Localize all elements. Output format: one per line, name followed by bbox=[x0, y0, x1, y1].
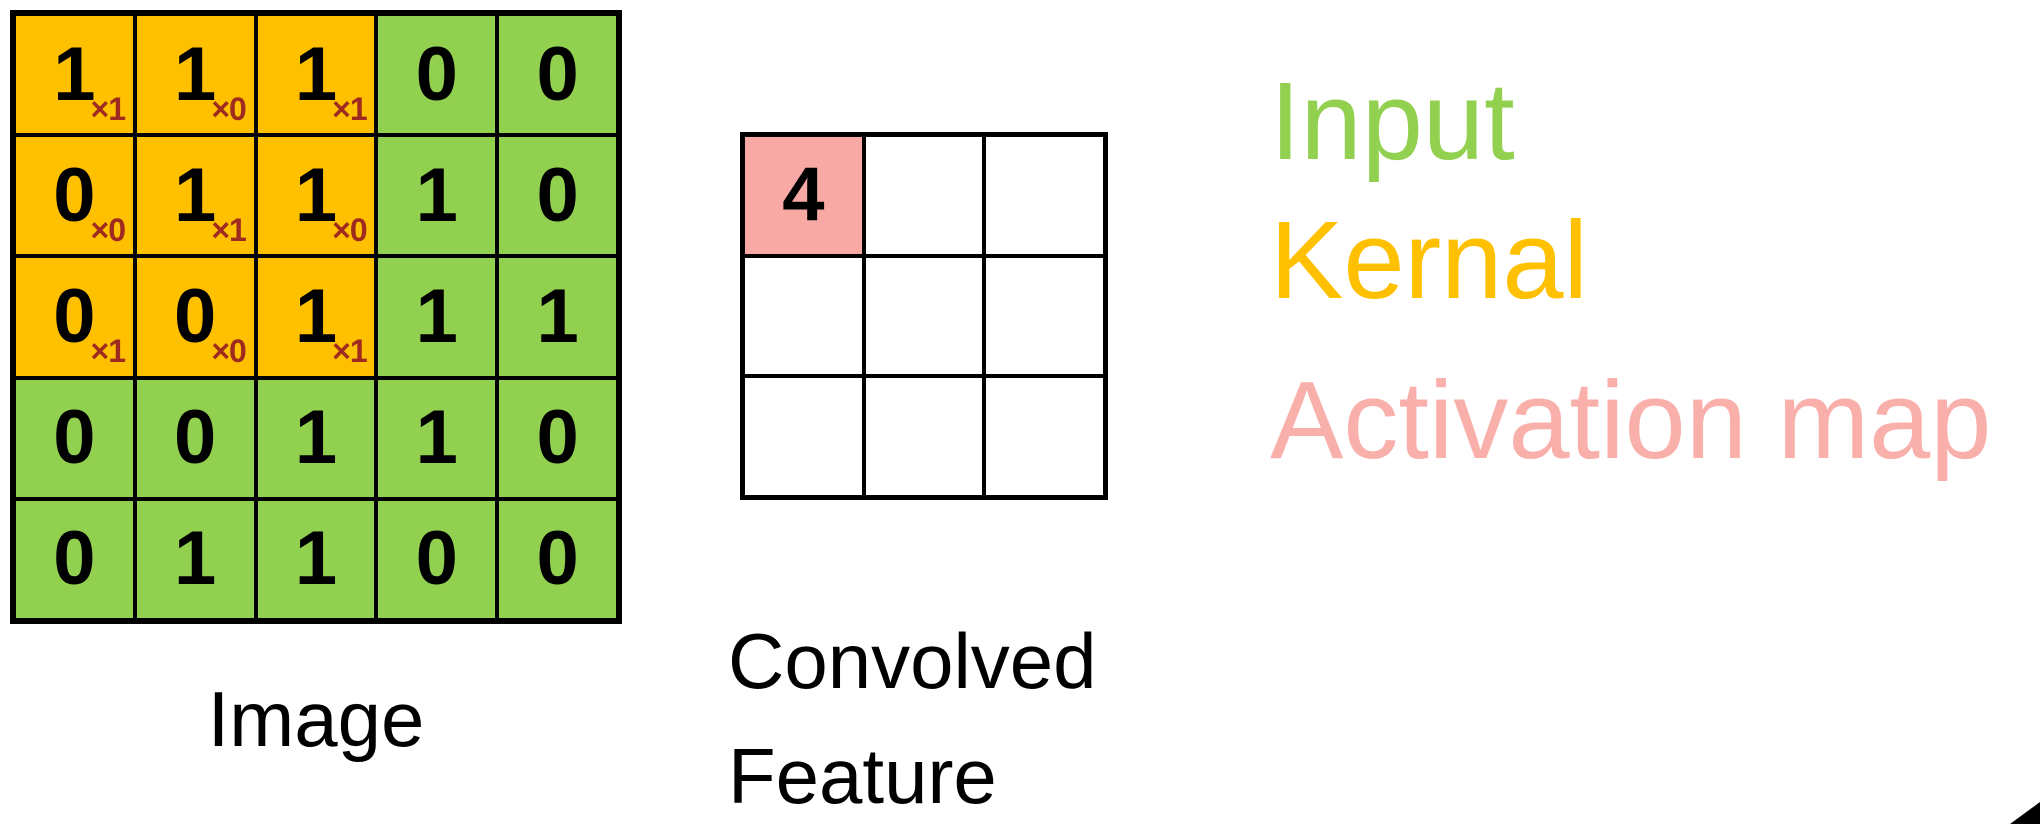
image-cell-value: 0 bbox=[415, 516, 458, 602]
image-cell: 0 bbox=[376, 498, 498, 620]
convolved-feature-label: Convolved Feature bbox=[728, 604, 1097, 824]
convolved-feature-label-line1: Convolved bbox=[728, 617, 1097, 705]
kernel-multiplier: ×1 bbox=[332, 332, 367, 369]
image-cell-value: 0 bbox=[53, 395, 96, 481]
convolved-feature-grid: 4 bbox=[740, 132, 1108, 500]
image-cell-value: 1 bbox=[294, 152, 338, 238]
image-cell-value: 1 bbox=[174, 31, 217, 117]
convolved-cell bbox=[743, 255, 864, 377]
convolved-cell-activation: 4 bbox=[743, 135, 864, 256]
image-cell: 0 bbox=[497, 135, 618, 257]
image-cell-value: 1 bbox=[174, 152, 217, 238]
convolved-cell bbox=[984, 376, 1105, 497]
image-cell-value: 0 bbox=[536, 31, 579, 117]
image-grid-label: Image bbox=[207, 675, 425, 763]
convolved-cell-value: 4 bbox=[782, 152, 825, 238]
image-cell: 0 bbox=[14, 498, 135, 620]
image-cell: 0 bbox=[497, 377, 618, 499]
image-cell-value: 0 bbox=[53, 273, 96, 359]
image-cell: 1 bbox=[376, 135, 498, 257]
image-cell-value: 0 bbox=[415, 31, 458, 117]
convolved-cell bbox=[984, 135, 1105, 256]
image-cell-kernel-overlay: 1×1 bbox=[134, 135, 256, 257]
image-cell-value: 1 bbox=[294, 31, 338, 117]
image-cell-value: 1 bbox=[294, 395, 338, 481]
image-cell: 1 bbox=[376, 256, 498, 378]
image-cell-kernel-overlay: 1×1 bbox=[14, 14, 135, 136]
image-cell-value: 1 bbox=[294, 516, 338, 602]
kernel-multiplier: ×1 bbox=[90, 332, 126, 369]
image-cell-value: 1 bbox=[53, 31, 96, 117]
image-cell-value: 1 bbox=[174, 516, 217, 602]
image-cell-kernel-overlay: 1×0 bbox=[134, 14, 256, 136]
legend-item-activation-map: Activation map bbox=[1270, 359, 1992, 482]
convolved-cell bbox=[984, 255, 1105, 377]
legend-item-input: Input bbox=[1270, 60, 1515, 183]
page-corner-artifact bbox=[2010, 802, 2040, 824]
kernel-multiplier: ×0 bbox=[211, 90, 246, 127]
image-cell-value: 1 bbox=[415, 273, 458, 359]
image-cell-value: 1 bbox=[536, 273, 579, 359]
image-cell: 1 bbox=[376, 377, 498, 499]
image-cell: 0 bbox=[134, 377, 256, 499]
convolved-cell bbox=[863, 376, 985, 497]
kernel-multiplier: ×1 bbox=[211, 211, 246, 248]
convolved-cell bbox=[743, 376, 864, 497]
kernel-multiplier: ×1 bbox=[332, 90, 367, 127]
image-cell-value: 0 bbox=[536, 516, 579, 602]
image-cell-kernel-overlay: 0×0 bbox=[14, 135, 135, 257]
image-cell: 1 bbox=[255, 377, 377, 499]
image-cell: 1 bbox=[134, 498, 256, 620]
image-cell-value: 0 bbox=[174, 273, 217, 359]
kernel-multiplier: ×0 bbox=[90, 211, 126, 248]
legend-item-kernal: Kernal bbox=[1270, 199, 1588, 322]
image-cell: 1 bbox=[255, 498, 377, 620]
image-cell: 0 bbox=[497, 498, 618, 620]
image-cell-value: 0 bbox=[174, 395, 217, 481]
image-cell: 0 bbox=[376, 14, 498, 136]
kernel-multiplier: ×0 bbox=[332, 211, 367, 248]
image-cell: 0 bbox=[14, 377, 135, 499]
convolved-cell bbox=[863, 135, 985, 256]
kernel-multiplier: ×1 bbox=[90, 90, 126, 127]
image-cell-kernel-overlay: 0×1 bbox=[14, 256, 135, 378]
image-cell-value: 1 bbox=[415, 152, 458, 238]
image-cell-value: 0 bbox=[536, 152, 579, 238]
image-cell-value: 1 bbox=[294, 273, 338, 359]
image-cell-value: 0 bbox=[53, 152, 96, 238]
convolved-feature-label-line2: Feature bbox=[728, 732, 997, 820]
convolved-cell bbox=[863, 255, 985, 377]
image-cell-kernel-overlay: 1×1 bbox=[255, 256, 377, 378]
image-cell-value: 1 bbox=[415, 395, 458, 481]
image-cell-kernel-overlay: 1×0 bbox=[255, 135, 377, 257]
image-cell-value: 0 bbox=[53, 516, 96, 602]
image-cell: 1 bbox=[497, 256, 618, 378]
image-cell: 0 bbox=[497, 14, 618, 136]
kernel-multiplier: ×0 bbox=[211, 332, 246, 369]
image-cell-kernel-overlay: 1×1 bbox=[255, 14, 377, 136]
image-cell-kernel-overlay: 0×0 bbox=[134, 256, 256, 378]
image-cell-value: 0 bbox=[536, 395, 579, 481]
